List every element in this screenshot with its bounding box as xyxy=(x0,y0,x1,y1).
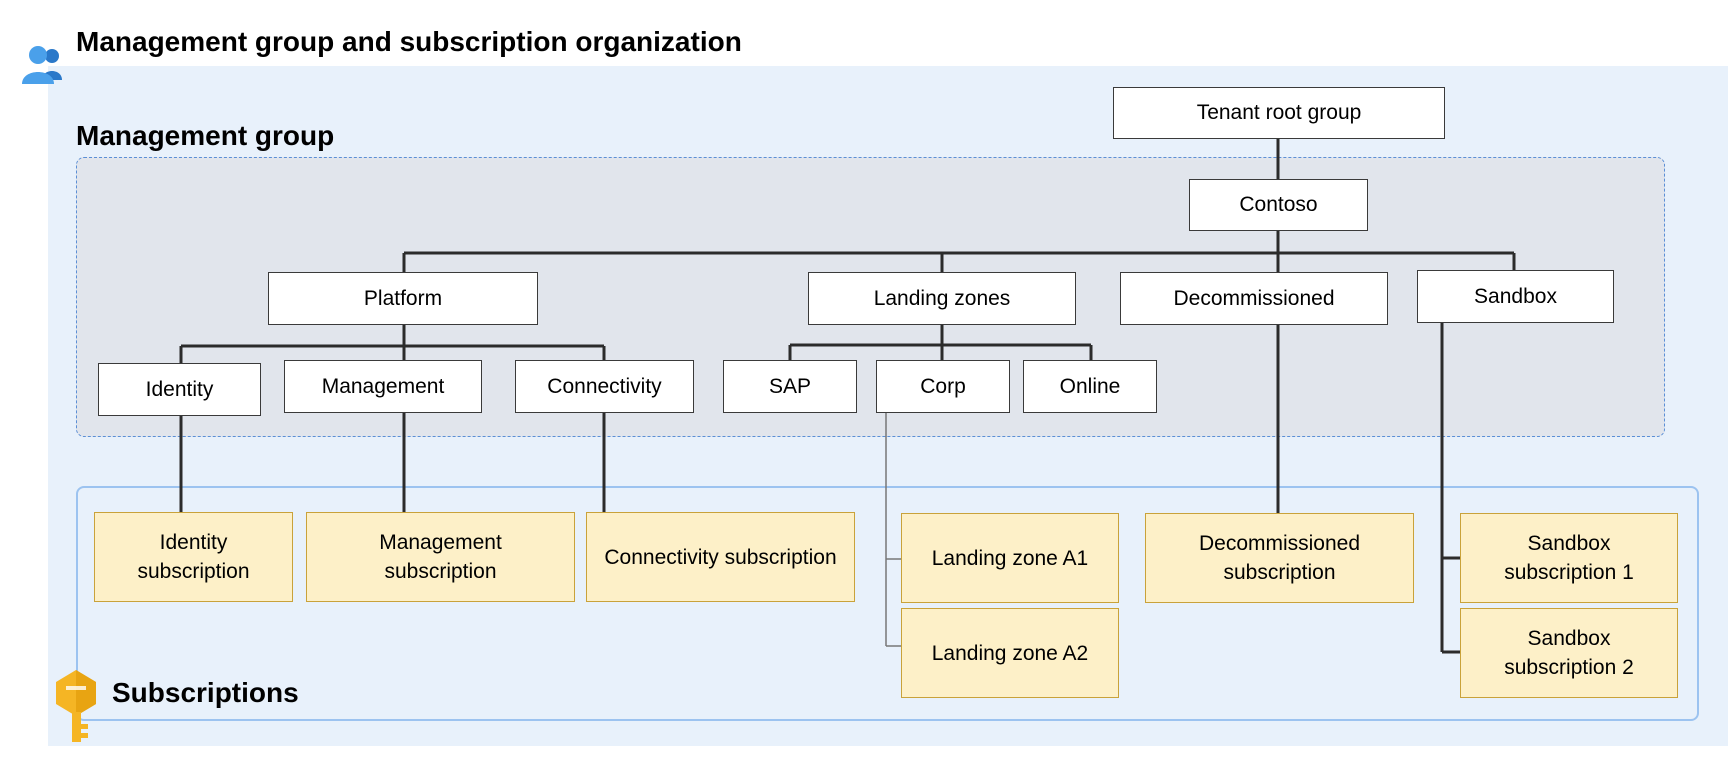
subscription-decommissioned: Decommissioned subscription xyxy=(1145,513,1414,603)
node-landing-zones: Landing zones xyxy=(808,272,1076,325)
node-contoso: Contoso xyxy=(1189,179,1368,231)
node-management: Management xyxy=(284,360,482,413)
subscription-landing-zone-a2: Landing zone A2 xyxy=(901,608,1119,698)
node-corp: Corp xyxy=(876,360,1010,413)
node-online: Online xyxy=(1023,360,1157,413)
management-group-label: Management group xyxy=(76,120,335,151)
subscription-identity: Identity subscription xyxy=(94,512,293,602)
node-sap: SAP xyxy=(723,360,857,413)
subscription-sandbox-2: Sandbox subscription 2 xyxy=(1460,608,1678,698)
subscription-management: Management subscription xyxy=(306,512,575,602)
key-icon xyxy=(56,670,96,742)
node-platform: Platform xyxy=(268,272,538,325)
users-icon xyxy=(22,46,62,84)
node-tenant-root-group: Tenant root group xyxy=(1113,87,1445,139)
subscriptions-area xyxy=(76,486,1699,721)
subscription-connectivity: Connectivity subscription xyxy=(586,512,855,602)
node-sandbox: Sandbox xyxy=(1417,270,1614,323)
node-connectivity: Connectivity xyxy=(515,360,694,413)
page-title: Management group and subscription organi… xyxy=(76,26,742,57)
subscription-sandbox-1: Sandbox subscription 1 xyxy=(1460,513,1678,603)
node-decommissioned: Decommissioned xyxy=(1120,272,1388,325)
subscriptions-label: Subscriptions xyxy=(112,677,299,708)
node-identity: Identity xyxy=(98,363,261,416)
subscription-landing-zone-a1: Landing zone A1 xyxy=(901,513,1119,603)
